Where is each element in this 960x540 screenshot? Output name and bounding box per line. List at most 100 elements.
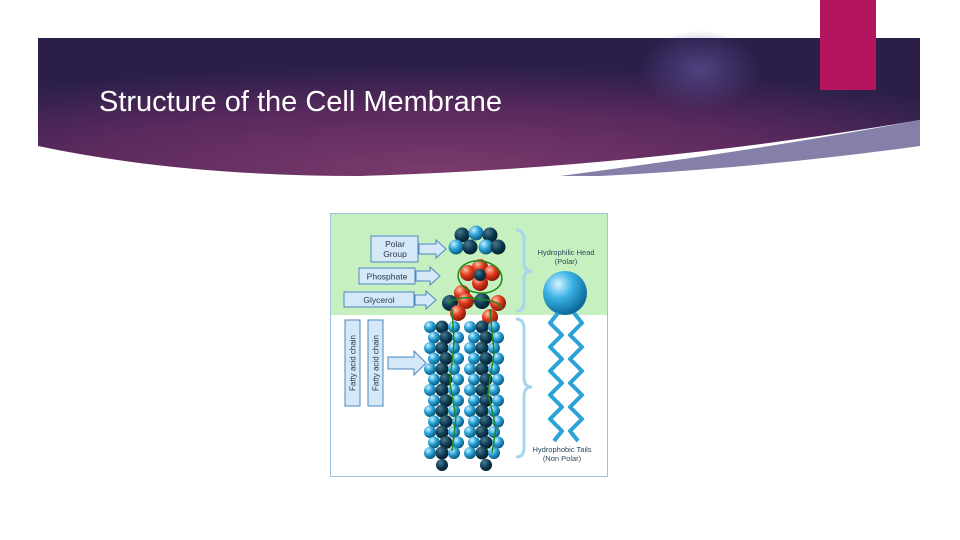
- tail-hydrogen-atom: [492, 331, 504, 344]
- tail-carbon-atom: [479, 331, 493, 344]
- tail-carbon-atom: [475, 341, 489, 355]
- tail-carbon-atom: [439, 352, 453, 365]
- tail-hydrogen-atom: [492, 352, 504, 365]
- tail-hydrogen-atom: [464, 405, 476, 417]
- tail-hydrogen-atom: [464, 447, 476, 459]
- ester-oxygen-atom: [450, 305, 466, 321]
- tail-carbon-atom: [439, 436, 453, 449]
- tail-hydrogen-atom: [492, 394, 504, 407]
- tail-hydrogen-atom: [424, 426, 436, 438]
- tail-hydrogen-atom: [464, 384, 476, 396]
- glycerol-atom: [474, 293, 490, 309]
- tail-hydrogen-atom: [488, 426, 500, 438]
- tail-end-atom: [480, 459, 492, 471]
- tail-carbon-atom: [435, 341, 449, 355]
- tail-carbon-atom: [479, 352, 493, 365]
- tail-hydrogen-atom: [424, 447, 436, 459]
- hydrophobic-tails-sublabel: (Non Polar): [543, 454, 582, 463]
- fatty-acid-chain-label-2: Fatty acid chain: [367, 319, 384, 407]
- tail-hydrogen-atom: [452, 394, 464, 407]
- hydrophilic-head-ball: [543, 271, 587, 315]
- polar-group-atom: [468, 225, 484, 241]
- annotation-circle-phosphate: [457, 260, 503, 294]
- tail-hydrogen-atom: [468, 331, 480, 344]
- tail-hydrogen-atom: [488, 405, 500, 417]
- tail-hydrogen-atom: [452, 373, 464, 386]
- tail-hydrogen-atom: [448, 447, 460, 459]
- tail-hydrogen-atom: [468, 394, 480, 407]
- tail-end-atom: [436, 459, 448, 471]
- tail-hydrogen-atom: [468, 436, 480, 449]
- polar-group-atom: [490, 239, 506, 255]
- tail-hydrogen-atom: [424, 405, 436, 417]
- svg-text:Group: Group: [383, 249, 407, 259]
- annotation-line-left: [449, 308, 457, 452]
- tail-hydrogen-atom: [492, 373, 504, 386]
- tail-hydrogen-atom: [464, 342, 476, 354]
- phosphorus-atom: [474, 269, 486, 281]
- tail-hydrogen-atom: [452, 415, 464, 428]
- annotation-link: [447, 296, 503, 310]
- phospholipid-diagram: Polar Group Phosphate Glycerol Fatty aci…: [330, 213, 608, 477]
- hydrophilic-head-sublabel: (Polar): [555, 257, 578, 266]
- tail-carbon-atom: [439, 331, 453, 344]
- tail-hydrogen-atom: [448, 321, 460, 333]
- tail-hydrogen-atom: [488, 384, 500, 396]
- tail-hydrogen-atom: [424, 384, 436, 396]
- arrow-fatty-acid: [387, 349, 427, 377]
- tail-carbon-atom: [475, 404, 489, 418]
- hydrophilic-head-label: Hydrophilic Head: [537, 248, 594, 257]
- tail-hydrogen-atom: [428, 436, 440, 449]
- tail-hydrogen-atom: [464, 321, 476, 333]
- brace-tails: [515, 317, 533, 459]
- tail-hydrogen-atom: [448, 405, 460, 417]
- svg-text:Fatty acid chain: Fatty acid chain: [372, 335, 381, 391]
- polar-group-label: Polar Group: [370, 235, 419, 263]
- banner-glow: [640, 30, 760, 110]
- polar-group-atom: [448, 239, 464, 255]
- arrow-polar-group: [418, 238, 447, 260]
- svg-text:Glycerol: Glycerol: [363, 295, 394, 305]
- tail-carbon-atom: [475, 383, 489, 397]
- tail-hydrogen-atom: [488, 321, 500, 333]
- schematic-tail-right: [568, 311, 584, 443]
- tail-hydrogen-atom: [452, 331, 464, 344]
- arrow-phosphate: [415, 265, 441, 287]
- tail-carbon-atom: [435, 383, 449, 397]
- polar-group-atom: [482, 227, 498, 243]
- polar-group-atom: [454, 227, 470, 243]
- tail-hydrogen-atom: [424, 321, 436, 333]
- tail-hydrogen-atom: [468, 373, 480, 386]
- tail-hydrogen-atom: [492, 436, 504, 449]
- svg-text:Phosphate: Phosphate: [367, 272, 408, 282]
- tail-hydrogen-atom: [464, 363, 476, 375]
- accent-tab: [820, 0, 876, 90]
- hydrophobic-tails-label: Hydrophobic Tails: [532, 445, 591, 454]
- tail-hydrogen-atom: [428, 331, 440, 344]
- polar-group-atom: [478, 239, 494, 255]
- slide-title: Structure of the Cell Membrane: [99, 86, 502, 118]
- phosphate-atom: [484, 265, 500, 281]
- tail-carbon-atom: [479, 436, 493, 449]
- tail-carbon-atom: [435, 362, 449, 376]
- tail-hydrogen-atom: [464, 426, 476, 438]
- tail-hydrogen-atom: [428, 415, 440, 428]
- svg-text:Fatty acid chain: Fatty acid chain: [349, 335, 358, 391]
- polar-group-atom: [462, 239, 478, 255]
- tail-carbon-atom: [475, 362, 489, 376]
- tail-carbon-atom: [475, 446, 489, 460]
- tail-carbon-atom: [435, 320, 449, 334]
- tail-hydrogen-atom: [424, 363, 436, 375]
- tail-hydrogen-atom: [468, 352, 480, 365]
- tail-carbon-atom: [435, 446, 449, 460]
- schematic-tail-left: [548, 311, 564, 443]
- tail-hydrogen-atom: [468, 415, 480, 428]
- phosphate-atom: [460, 265, 476, 281]
- tail-carbon-atom: [435, 425, 449, 439]
- tail-carbon-atom: [435, 404, 449, 418]
- tail-carbon-atom: [475, 320, 489, 334]
- tail-carbon-atom: [479, 415, 493, 428]
- glycerol-label: Glycerol: [343, 291, 415, 308]
